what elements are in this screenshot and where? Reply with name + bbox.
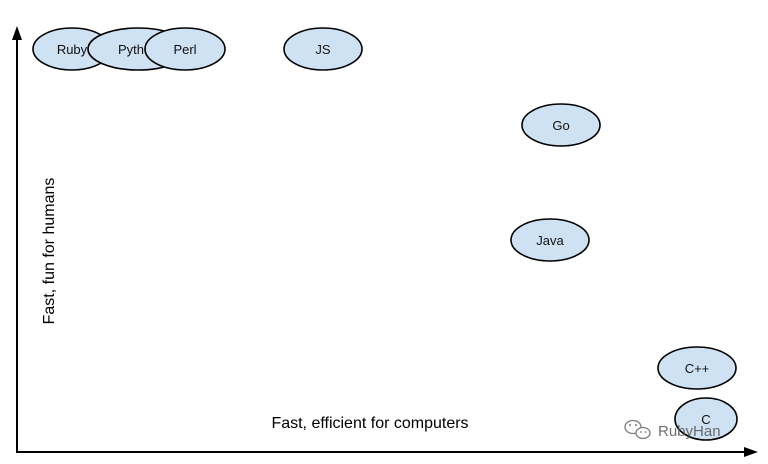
y-axis-label: Fast, fun for humans: [41, 178, 58, 325]
bubble-label-perl: Perl: [173, 42, 196, 57]
bubble-label-c: C: [701, 412, 710, 427]
y-axis-arrowhead: [12, 26, 22, 40]
bubble-c: C: [674, 397, 738, 441]
bubble-java: Java: [510, 218, 590, 262]
x-axis-arrowhead: [744, 447, 758, 457]
bubble-go: Go: [521, 103, 601, 147]
bubble-perl: Perl: [144, 27, 226, 71]
bubble-js: JS: [283, 27, 363, 71]
bubble-label-java: Java: [536, 233, 564, 248]
bubble-label-go: Go: [552, 118, 569, 133]
bubble-label-cpp: C++: [685, 361, 710, 376]
x-axis-label: Fast, efficient for computers: [271, 415, 468, 432]
watermark: RubyHan: [624, 419, 721, 440]
bubble-label-ruby: Ruby: [57, 42, 88, 57]
wechat-icon: [624, 419, 651, 440]
bubble-label-js: JS: [315, 42, 331, 57]
watermark-text: RubyHan: [658, 423, 721, 440]
bubble-ruby: Ruby: [32, 27, 112, 71]
bubble-cpp: C++: [657, 346, 737, 390]
bubble-label-python: Pyth: [118, 42, 144, 57]
